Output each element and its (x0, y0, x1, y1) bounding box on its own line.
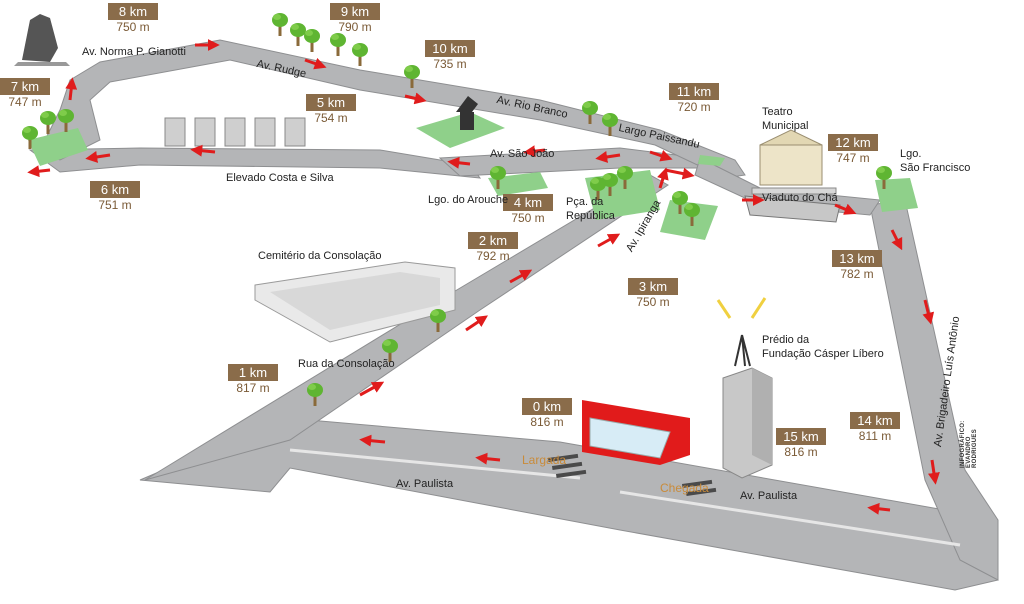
km-marker-9-label: 9 km (330, 3, 380, 20)
hand-sculpture-graphic (14, 14, 70, 66)
road-elevado-costa-e-silva (28, 147, 482, 179)
km-marker-1-altitude: 817 m (236, 381, 270, 395)
park-km7 (28, 128, 88, 166)
km-marker-2: 2 km 792 m (468, 232, 518, 263)
km-marker-13: 13 km 782 m (832, 250, 882, 281)
km-marker-12-altitude: 747 m (836, 151, 870, 165)
km-marker-0: 0 km 816 m (522, 398, 572, 429)
km-marker-11-label: 11 km (669, 83, 719, 100)
street-label-av-sao-joao: Av. São João (490, 148, 555, 160)
km-marker-12: 12 km 747 m (828, 134, 878, 165)
road-av-sao-joao (438, 147, 701, 177)
street-label-elevado-costa-e-silva: Elevado Costa e Silva (226, 172, 334, 184)
street-label-av-paulista-right: Av. Paulista (740, 490, 798, 502)
elevado-buildings (164, 117, 306, 147)
street-label-av-paulista-left: Av. Paulista (396, 478, 454, 490)
km-marker-6-altitude: 751 m (98, 198, 132, 212)
km-marker-7-altitude: 747 m (8, 95, 42, 109)
km-marker-3-label: 3 km (628, 278, 678, 295)
km-marker-12-label: 12 km (828, 134, 878, 151)
km-marker-6: 6 km 751 m (90, 181, 140, 212)
km-marker-2-altitude: 792 m (476, 249, 510, 263)
km-marker-10: 10 km 735 m (425, 40, 475, 71)
km-marker-9-altitude: 790 m (338, 20, 372, 34)
race-label-largada: Largada (522, 453, 567, 467)
km-marker-14-altitude: 811 m (858, 429, 892, 443)
km-marker-1: 1 km 817 m (228, 364, 278, 395)
landmark-label-sao-francisco-line1: Lgo. (900, 148, 922, 160)
km-marker-0-label: 0 km (522, 398, 572, 415)
km-marker-13-altitude: 782 m (840, 267, 874, 281)
km-marker-1-label: 1 km (228, 364, 278, 381)
cemiterio-da-consolacao-graphic (254, 261, 456, 343)
landmark-label-republica-line2: República (566, 210, 615, 222)
largada-building-graphic (582, 400, 690, 465)
landmark-label-teatro-line1: Teatro (762, 106, 793, 118)
street-label-rua-da-consolacao: Rua da Consolação (298, 358, 395, 370)
infographic-credit: INFOGRÁFICO: EVANDRO RODRIGUES (960, 420, 978, 468)
race-lines (547, 453, 717, 496)
route-arrows (27, 39, 940, 515)
km-marker-11-altitude: 720 m (677, 100, 711, 114)
km-marker-5-altitude: 754 m (314, 111, 348, 125)
km-marker-4: 4 km 750 m (503, 194, 553, 225)
km-marker-7: 7 km 747 m (0, 78, 50, 109)
km-marker-11: 11 km 720 m (669, 83, 719, 114)
teatro-municipal-graphic (751, 129, 837, 195)
km-marker-3-altitude: 750 m (636, 295, 670, 309)
landmark-label-predio-line1: Prédio da (762, 334, 810, 346)
km-marker-10-altitude: 735 m (433, 57, 467, 71)
landmark-label-predio-line2: Fundação Cásper Líbero (762, 348, 884, 360)
km-marker-15: 15 km 816 m (776, 428, 826, 459)
km-marker-2-label: 2 km (468, 232, 518, 249)
street-label-viaduto-do-cha: Viaduto do Chá (762, 192, 838, 204)
park-largo-paissandu (698, 155, 725, 166)
km-marker-9: 9 km 790 m (330, 3, 380, 34)
landmark-label-sao-francisco-line2: São Francisco (900, 162, 971, 174)
km-marker-6-label: 6 km (90, 181, 140, 198)
park-lgo-sao-francisco (875, 178, 918, 212)
km-marker-14-label: 14 km (850, 412, 900, 429)
km-marker-14: 14 km 811 m (850, 412, 900, 443)
landmark-label-lgo-do-arouche: Lgo. do Arouche (428, 194, 509, 206)
km-marker-8-label: 8 km (108, 3, 158, 20)
park-av-ipiranga (660, 200, 718, 240)
km-marker-15-altitude: 816 m (784, 445, 818, 459)
km-marker-8-altitude: 750 m (116, 20, 150, 34)
km-marker-5: 5 km 754 m (306, 94, 356, 125)
km-marker-13-label: 13 km (832, 250, 882, 267)
km-marker-15-label: 15 km (776, 428, 826, 445)
road-av-brigadeiro (869, 199, 999, 581)
landmark-label-teatro-line2: Municipal (762, 120, 809, 132)
km-marker-4-altitude: 750 m (511, 211, 545, 225)
km-marker-0-altitude: 816 m (530, 415, 564, 429)
km-marker-7-label: 7 km (0, 78, 50, 95)
street-label-av-norma-gianotti: Av. Norma P. Gianotti (82, 46, 186, 58)
km-marker-10-label: 10 km (425, 40, 475, 57)
km-marker-8: 8 km 750 m (108, 3, 158, 34)
km-marker-5-label: 5 km (306, 94, 356, 111)
landmark-label-republica-line1: Pça. da (566, 196, 604, 208)
viaduto-do-cha-graphic (744, 195, 841, 223)
landmark-label-cemiterio-da-consolacao: Cemitério da Consolação (258, 250, 382, 262)
km-marker-3: 3 km 750 m (628, 278, 678, 309)
road-av-paulista (139, 417, 999, 591)
predio-fundacao-casper-libero-graphic (716, 297, 773, 479)
race-label-chegada: Chegada (660, 481, 709, 495)
monument-graphic (456, 96, 478, 130)
km-marker-4-label: 4 km (503, 194, 553, 211)
